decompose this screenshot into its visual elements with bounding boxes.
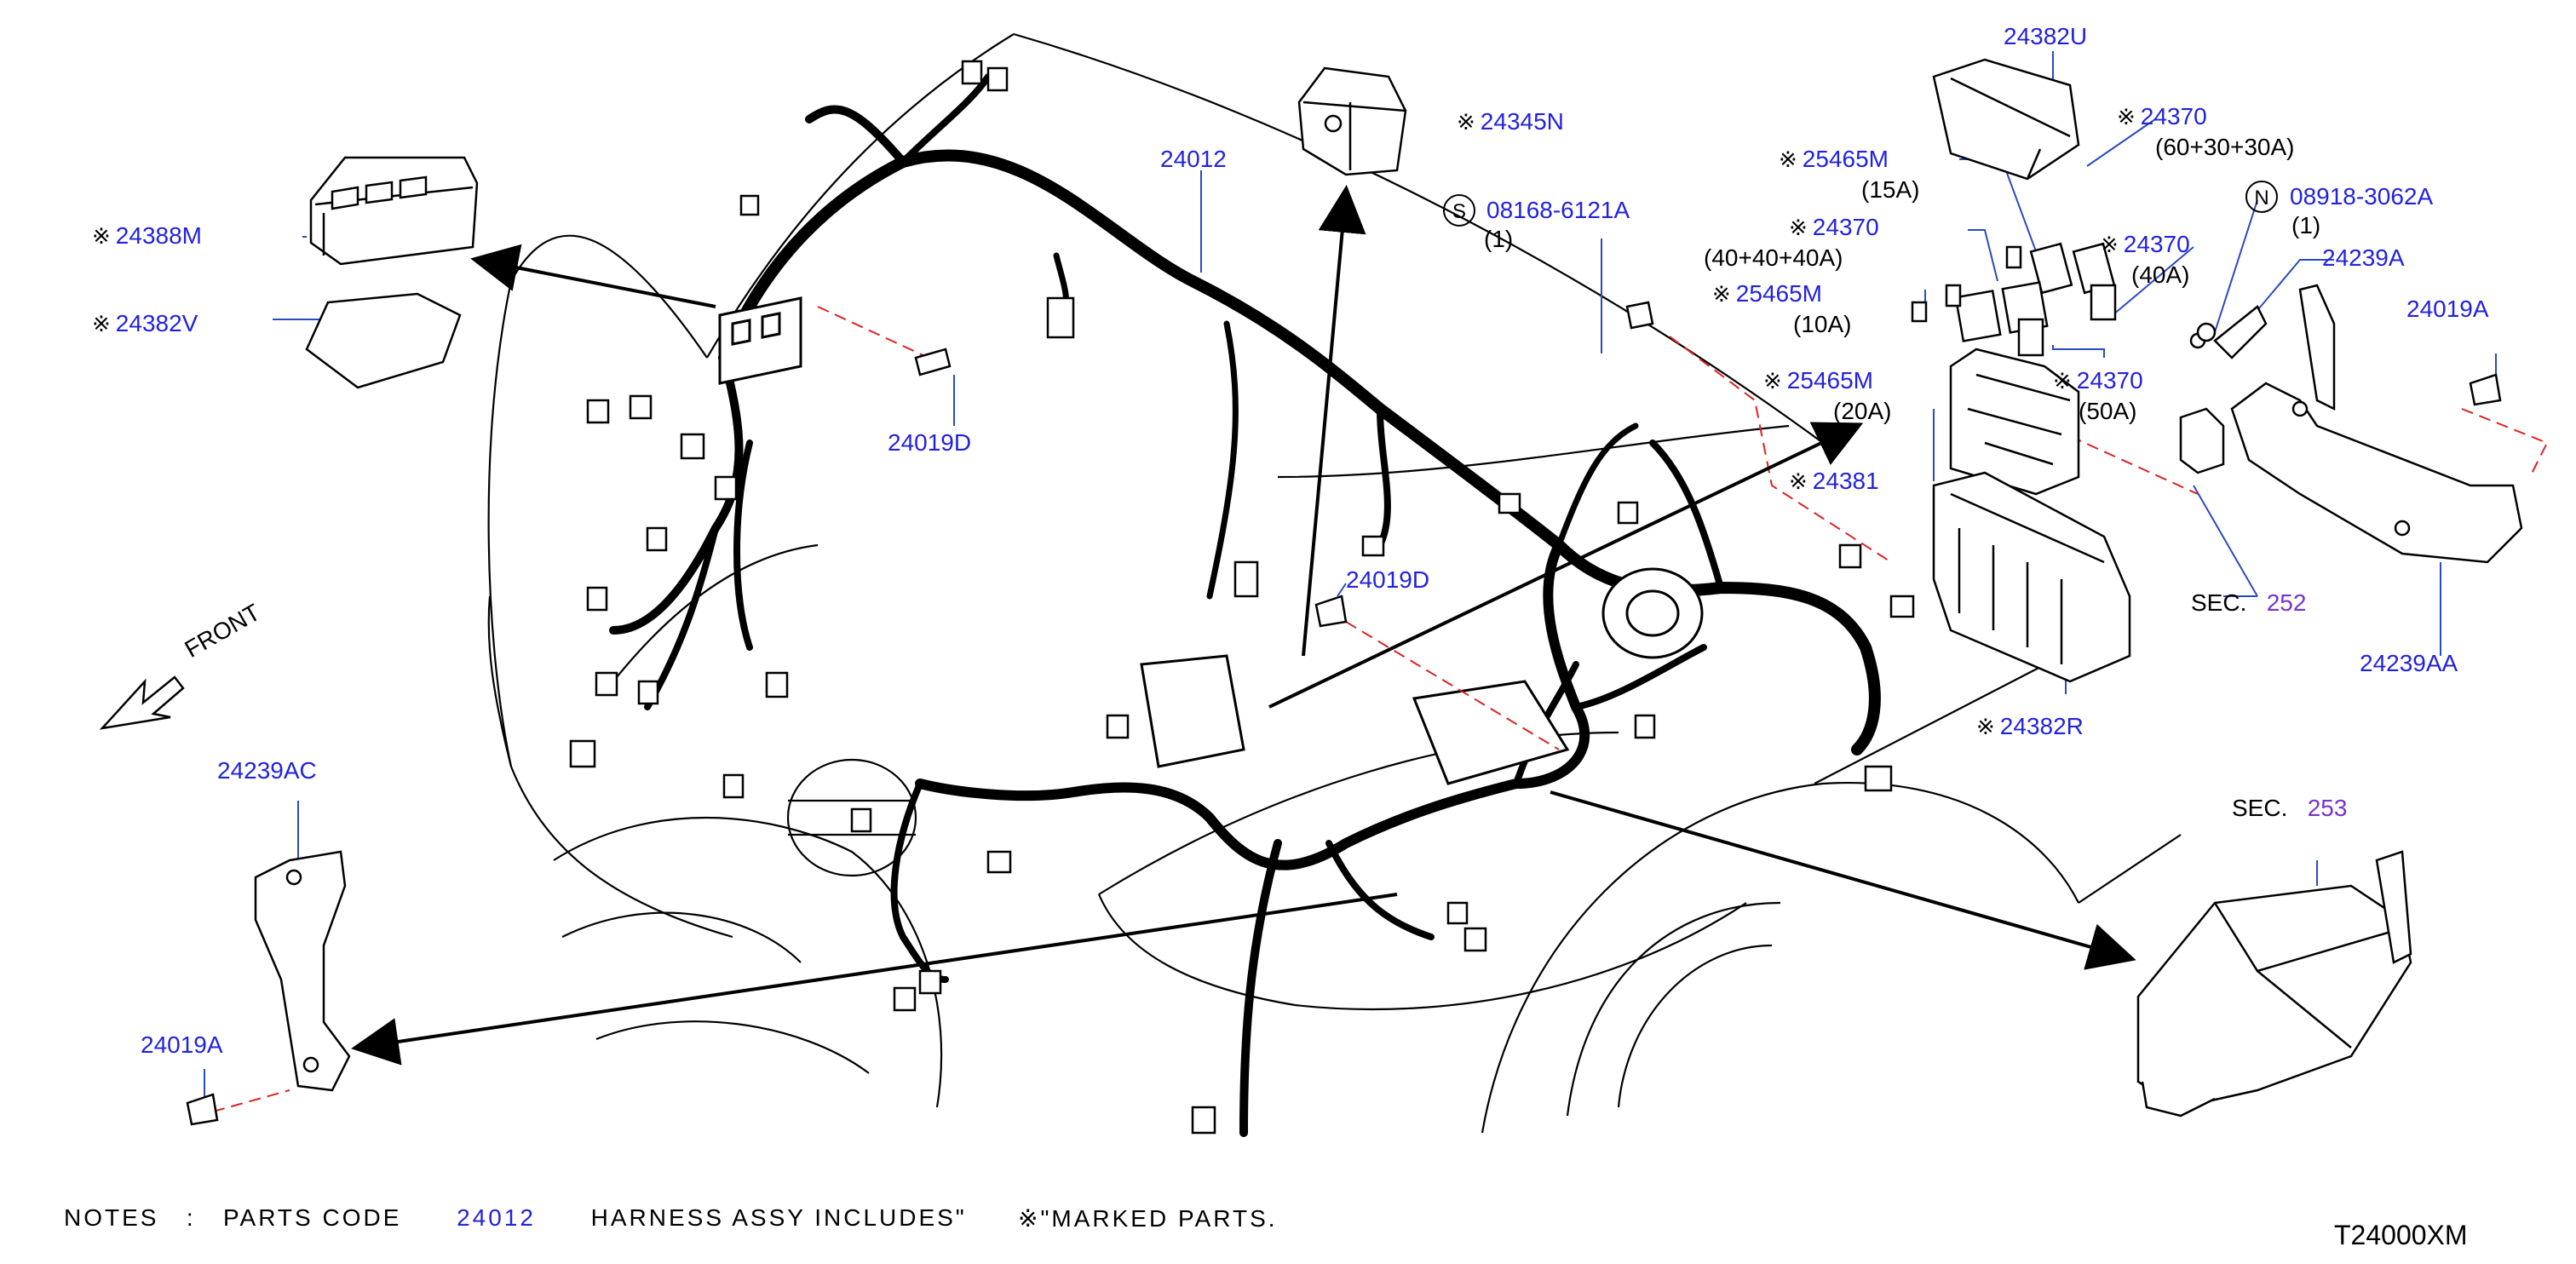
label-24370-top: ※24370 xyxy=(2117,103,2207,130)
mark-icon: ※ xyxy=(2117,104,2136,129)
drawing-code: T24000XM xyxy=(2334,1220,2468,1250)
label-24012: 24012 xyxy=(1160,146,1227,172)
mark-icon: ※ xyxy=(2100,232,2119,257)
circle-s-icon: S xyxy=(1443,194,1475,227)
label-amp-15a: (15A) xyxy=(1861,176,1920,203)
label-24381: ※24381 xyxy=(1789,468,1879,495)
part-24345n-relay xyxy=(1297,66,1407,176)
label-24239ac: 24239AC xyxy=(217,757,317,784)
part-24382v-cover xyxy=(305,292,462,389)
label-24019a-left: 24019A xyxy=(141,1031,223,1058)
harness-relay-box xyxy=(718,296,802,385)
circle-n-icon: N xyxy=(2245,181,2278,213)
mark-icon: ※ xyxy=(1779,147,1797,172)
label-sec-252: SEC. 252 xyxy=(2191,589,2307,616)
label-amp-60-30-30: (60+30+30A) xyxy=(2155,134,2295,160)
label-25465m-15a: ※25465M xyxy=(1779,146,1889,173)
label-24239aa: 24239AA xyxy=(2360,650,2458,676)
label-24019a-right: 24019A xyxy=(2406,296,2489,322)
notes-code: 24012 xyxy=(457,1204,536,1231)
mark-icon: ※ xyxy=(1712,281,1731,307)
grommet-icon xyxy=(1601,567,1704,659)
part-24382u-cover xyxy=(1932,58,2080,181)
mark-icon: ※ xyxy=(92,223,111,249)
vehicle-body-outline xyxy=(487,32,2182,1134)
part-24239ac-bracket xyxy=(254,850,351,1092)
label-24370-40a: ※24370 xyxy=(2100,231,2190,258)
mark-icon: ※ xyxy=(1789,468,1808,494)
bolts xyxy=(186,301,2502,1126)
label-24382v: ※24382V xyxy=(92,310,198,337)
notes-colon: : xyxy=(186,1204,196,1231)
mark-icon: ※ xyxy=(92,311,111,336)
engine-bay-junction-box xyxy=(1140,654,1570,785)
sec-253-control-unit xyxy=(2136,850,2412,1117)
notes-line: NOTES : PARTS CODE 24012 HARNESS ASSY IN… xyxy=(64,1204,967,1232)
label-25465m-10a: ※25465M xyxy=(1712,280,1822,307)
label-08168-6121a: 08168-6121A xyxy=(1486,197,1630,223)
label-24388m: ※24388M xyxy=(92,222,202,250)
label-24382u: 24382U xyxy=(2004,23,2088,49)
part-24381-fuse-block xyxy=(1949,348,2080,496)
part-24388m-box xyxy=(309,156,479,266)
part-24239a-relay xyxy=(2179,305,2268,474)
notes-harness-text: HARNESS ASSY INCLUDES" xyxy=(590,1204,967,1231)
fuses xyxy=(1911,242,2117,357)
label-24239a: 24239A xyxy=(2322,244,2405,271)
label-qty-08168: (1) xyxy=(1484,226,1514,252)
label-24382r: ※24382R xyxy=(1976,713,2084,740)
label-amp-20a: (20A) xyxy=(1833,398,1892,424)
notes-marked-text: "MARKED PARTS. xyxy=(1040,1205,1278,1232)
harness-24012 xyxy=(609,73,1881,1137)
label-amp-40-40-40a: (40+40+40A) xyxy=(1704,244,1843,271)
alignment-dashes xyxy=(212,306,2549,1112)
mark-icon: ※ xyxy=(1976,714,1995,739)
label-24345n: ※24345N xyxy=(1457,108,1564,135)
label-amp-50a: (50A) xyxy=(2079,398,2137,424)
part-24382r-case xyxy=(1932,471,2131,683)
label-08918-3062a: 08918-3062A xyxy=(2290,183,2434,210)
connectors xyxy=(569,60,1915,1135)
label-24370-50a: ※24370 xyxy=(2053,367,2143,394)
label-sec-253: SEC. 253 xyxy=(2232,795,2348,821)
label-amp-10a: (10A) xyxy=(1793,311,1852,337)
notes-parts-code: PARTS CODE xyxy=(222,1204,402,1231)
emblem-icon xyxy=(786,758,917,877)
front-direction-arrow-icon xyxy=(99,675,185,730)
pointer-arrows xyxy=(351,185,2136,1066)
notes-prefix: NOTES xyxy=(64,1204,159,1231)
label-24370-40-40-40a: ※24370 xyxy=(1789,214,1879,241)
label-24019d-mid: 24019D xyxy=(1346,566,1430,593)
mark-icon: ※ xyxy=(1763,368,1782,394)
label-25465m-20a: ※25465M xyxy=(1763,367,1873,394)
label-24019d-left: 24019D xyxy=(888,429,972,456)
label-amp-40a: (40A) xyxy=(2131,261,2190,288)
mark-icon: ※ xyxy=(1789,215,1808,240)
mark-icon: ※ xyxy=(2053,368,2072,394)
mark-icon: ※ xyxy=(1457,109,1475,135)
label-qty-08918: (1) xyxy=(2291,212,2321,238)
part-24239aa-bracket xyxy=(2230,284,2523,564)
notes-marked: ※"MARKED PARTS. xyxy=(1018,1204,1278,1232)
mark-icon: ※ xyxy=(1018,1205,1041,1232)
